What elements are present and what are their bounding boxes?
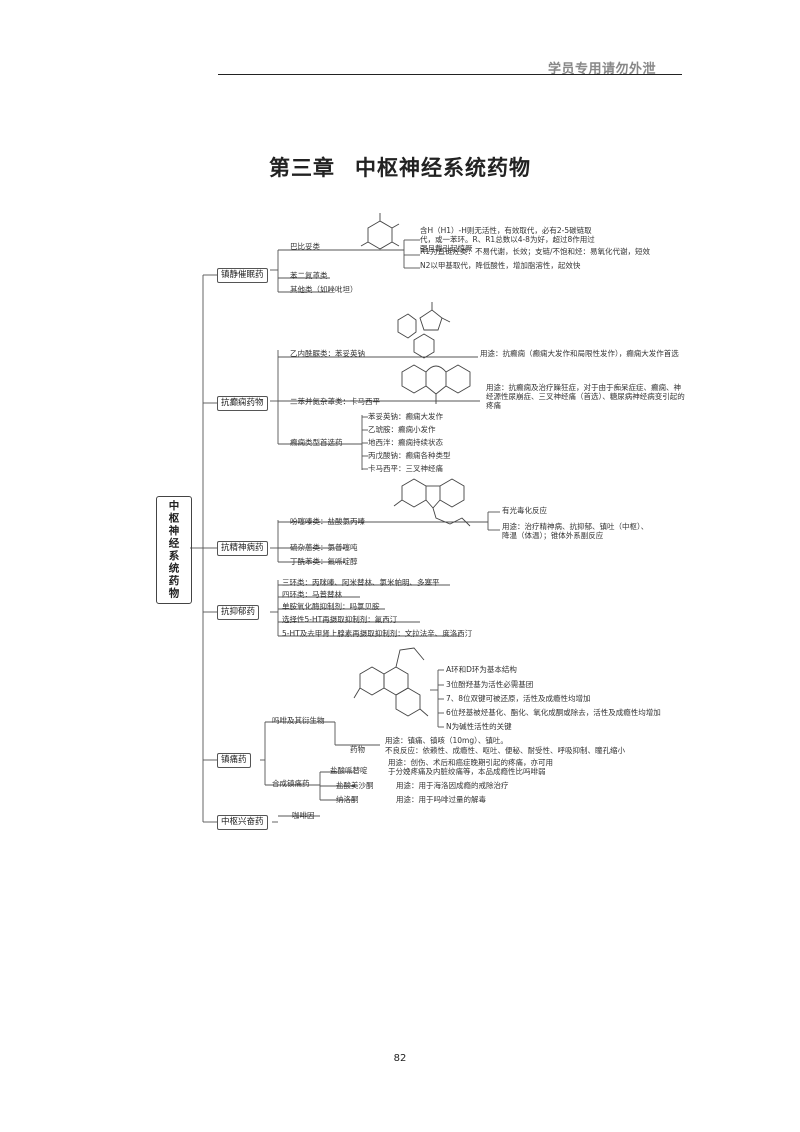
drug-label: 药物	[350, 745, 365, 754]
morphine-sar: 6位羟基被烃基化、酯化、氧化成酮或除去，活性及成瘾性均增加	[446, 708, 661, 717]
pheno-note-1: 有光毒化反应	[502, 506, 547, 515]
stimulant-item: 咖啡因	[292, 811, 315, 820]
naloxone-label: 纳洛酮	[336, 795, 359, 804]
barb-note-3: N2以甲基取代，降低酸性，增加脂溶性，起效快	[420, 261, 581, 270]
chapter-title: 第三章中枢神经系统药物	[0, 152, 800, 182]
first-choice-item: 乙琥胺：癫痫小发作	[368, 425, 436, 434]
hydantoin-use: 用途：抗癫痫（癫痫大发作和局限性发作），癫痫大发作首选	[480, 349, 679, 358]
dibenz-label: 二苯并氮杂䓬类：卡马西平	[290, 397, 380, 406]
morphine-sar: 7、8位双键可被还原，活性及成瘾性均增加	[446, 694, 591, 703]
epilepsy-first-choice-label: 癫痫类型首选药	[290, 438, 343, 447]
category-antidepressant: 抗抑郁药	[217, 605, 260, 620]
barb-note-2: R1为直链烃类：不易代谢，长效；支链/不饱和烃：易氧化代谢，短效	[420, 247, 651, 256]
header-rule	[218, 74, 682, 75]
chlorpromazine-structure	[393, 478, 471, 527]
category-sedative: 镇静催眠药	[217, 268, 268, 283]
butyrophenone-label: 丁酰苯类：氟哌啶醇	[290, 557, 358, 566]
category-antipsychotic: 抗精神病药	[217, 541, 268, 556]
dibenz-use: 用途：抗癫痫及治疗躁狂症，对于由于痴呆症症、癫痫、神经源性尿崩症、三叉神经痛（首…	[486, 383, 685, 410]
barbiturates-label: 巴比妥类	[290, 242, 320, 251]
thioxanthene-label: 硫杂蒽类：氯普噻吨	[290, 543, 358, 552]
morphine-structure	[353, 647, 429, 717]
page-number: 82	[393, 1053, 407, 1064]
benzodiazepines-label: 苯二氮䓬类	[290, 271, 328, 280]
header-note: 学员专用请勿外泄	[548, 62, 657, 77]
pethidine-label: 盐酸哌替啶	[330, 766, 368, 775]
category-stimulant: 中枢兴奋药	[217, 815, 268, 830]
category-analgesic: 镇痛药	[217, 753, 251, 768]
barb-note-1: 含H（H1）-H则无活性，有效取代，必有2-5碳链取代，或一苯环。R、R1总数以…	[420, 226, 595, 253]
first-choice-item: 卡马西平：三叉神经痛	[368, 464, 443, 473]
carbamazepine-structure	[401, 364, 471, 404]
first-choice-item: 丙戊酸钠：癫痫各种类型	[368, 451, 451, 460]
antidepressant-item: 单胺氧化酶抑制剂：吗氯贝胺	[282, 602, 380, 611]
phenothiazine-label: 吩噻嗪类：盐酸氯丙嗪	[290, 517, 365, 526]
pethidine-use: 用途：创伤、术后和癌症晚期引起的疼痛，亦可用于分娩疼痛及内脏绞痛等，本品成瘾性比…	[388, 758, 553, 776]
antidepressant-item: 选择性5-HT再摄取抑制剂：氟西汀	[282, 615, 398, 624]
morphine-adr: 不良反应：依赖性、成瘾性、呕吐、便秘、耐受性、呼吸抑制、瞳孔缩小	[385, 746, 625, 755]
chapter-number: 第三章	[269, 156, 335, 180]
morphine-label: 吗啡及其衍生物	[272, 716, 325, 725]
synthetic-analgesic-label: 合成镇痛药	[272, 779, 310, 788]
mindmap-root: 中枢神经系统药物	[156, 496, 192, 604]
other-sedative-label: 其他类（如唑吡坦）	[290, 285, 358, 294]
pheno-note-2: 用途：治疗精神病、抗抑郁、镇吐（中枢）、降温（体温）；锥体外系副反应	[502, 522, 649, 540]
antidepressant-item: 四环类：马普替林	[282, 590, 342, 599]
morphine-sar: 3位酚羟基为活性必需基团	[446, 680, 534, 689]
morphine-use: 用途：镇痛、镇咳（10mg）、镇吐。	[385, 736, 508, 745]
barbiturate-structure	[360, 213, 400, 250]
methadone-use: 用途：用于海洛因成瘾的戒除治疗	[396, 781, 509, 790]
phenytoin-structure	[397, 302, 451, 359]
first-choice-item: 苯妥英钠：癫痫大发作	[368, 412, 443, 421]
methadone-label: 盐酸美沙酮	[336, 781, 374, 790]
hydantoin-label: 乙内酰脲类：苯妥英钠	[290, 349, 365, 358]
antidepressant-item: 三环类：丙咪嗪、阿米替林、氯米帕明、多塞平	[282, 578, 440, 587]
morphine-sar: N为碱性活性的关键	[446, 722, 512, 731]
antidepressant-item: 5-HT及去甲肾上腺素再摄取抑制剂：文拉法辛、度洛西汀	[282, 629, 473, 638]
first-choice-item: 地西泮：癫痫持续状态	[368, 438, 443, 447]
naloxone-use: 用途：用于吗啡过量的解毒	[396, 795, 486, 804]
chapter-name: 中枢神经系统药物	[355, 156, 531, 180]
morphine-sar: A环和D环为基本结构	[446, 665, 517, 674]
category-antiepileptic: 抗癫痫药物	[217, 396, 268, 411]
